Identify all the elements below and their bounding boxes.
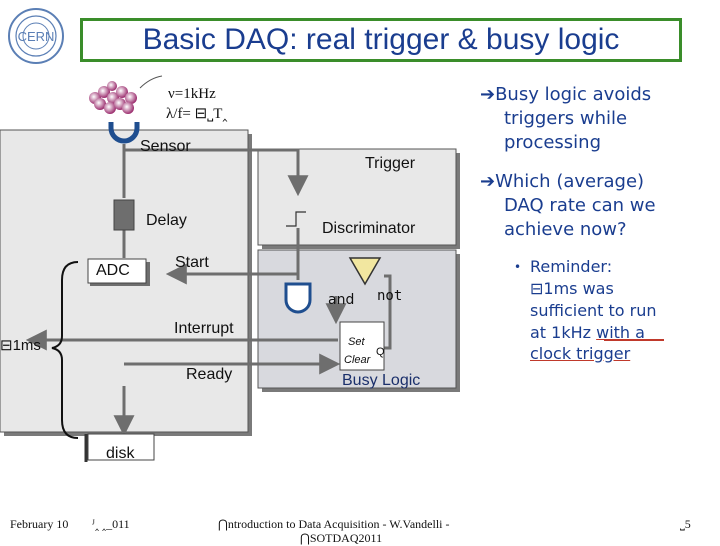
time-label: ⊟1ms bbox=[0, 337, 41, 354]
bullet-3-dot: • bbox=[514, 260, 522, 274]
footer-year: ᴶ‸ ‸_011 bbox=[92, 517, 130, 531]
trigger-panel bbox=[257, 148, 460, 249]
disk-box bbox=[87, 433, 155, 461]
svg-text:CERN: CERN bbox=[18, 29, 55, 44]
cern-logo: CERN bbox=[8, 8, 64, 64]
sensor-to-trigger-wire bbox=[124, 148, 309, 197]
sensor-label: Sensor bbox=[140, 138, 191, 155]
bullet-3-line-3: sufficient to run bbox=[530, 301, 657, 320]
bullet-3-line-4-a: at 1kHz bbox=[530, 323, 597, 342]
not-label: not bbox=[377, 288, 403, 304]
clear-label: Clear bbox=[344, 354, 371, 366]
flip-flop-box bbox=[339, 321, 385, 371]
ready-label: Ready bbox=[186, 366, 233, 383]
bullet-3-line-2: ⊟1ms was bbox=[530, 279, 614, 298]
bullet-3-line-4-b: with a bbox=[596, 323, 645, 342]
rate-sub-label: λ/f= ⊟⎵Τ‸ bbox=[166, 106, 228, 122]
particle-cluster-icon bbox=[89, 75, 163, 114]
not-gate-icon bbox=[348, 257, 382, 286]
bullet-1-line-2: triggers while bbox=[504, 108, 628, 129]
bullet-3-line-4: at 1kHz with a bbox=[530, 322, 645, 344]
delay-box bbox=[113, 199, 135, 231]
and-gate-icon bbox=[284, 282, 312, 314]
footer-page: ⎵5 bbox=[680, 517, 691, 531]
slide-title: Basic DAQ: real trigger & busy logic bbox=[142, 23, 620, 56]
start-label: Start bbox=[175, 254, 209, 271]
bullet-2-line-2: DAQ rate can we bbox=[504, 195, 656, 216]
footer-center: ⋂ntroduction to Data Acquisition - W.Van… bbox=[218, 517, 450, 531]
bullet-3-line-5: clock trigger bbox=[530, 344, 631, 363]
bullet-3-line-1: Reminder: bbox=[530, 257, 613, 276]
interrupt-label: Interrupt bbox=[174, 320, 234, 337]
footer-center-2: ⋂SOTDAQ2011 bbox=[300, 531, 383, 545]
bullet-1-line-3: processing bbox=[504, 132, 602, 153]
trigger-label: Trigger bbox=[365, 155, 416, 172]
disk-label: disk bbox=[106, 445, 135, 462]
bullet-1-line-1: ➔Busy logic avoids bbox=[480, 84, 652, 105]
bullet-2-line-1: ➔Which (average) bbox=[480, 171, 645, 192]
discriminator-label: Discriminator bbox=[322, 220, 416, 237]
q-label: Q bbox=[376, 346, 385, 358]
title-box: Basic DAQ: real trigger & busy logic bbox=[80, 18, 682, 62]
and-label: and bbox=[328, 292, 355, 308]
adc-box bbox=[87, 258, 147, 284]
delay-label: Delay bbox=[146, 212, 187, 229]
time-brace bbox=[51, 261, 79, 439]
adc-label: ADC bbox=[96, 262, 130, 279]
footer-date: February 10 bbox=[10, 517, 69, 531]
discriminator-icon bbox=[286, 211, 306, 227]
busy-logic-label: Busy Logic bbox=[342, 372, 421, 389]
sensor-icon bbox=[108, 122, 140, 144]
q-feedback-wire bbox=[384, 274, 392, 350]
set-label: Set bbox=[348, 336, 365, 348]
rate-label: ν=1kHz bbox=[168, 86, 216, 102]
bullet-2-line-3: achieve now? bbox=[504, 219, 627, 240]
